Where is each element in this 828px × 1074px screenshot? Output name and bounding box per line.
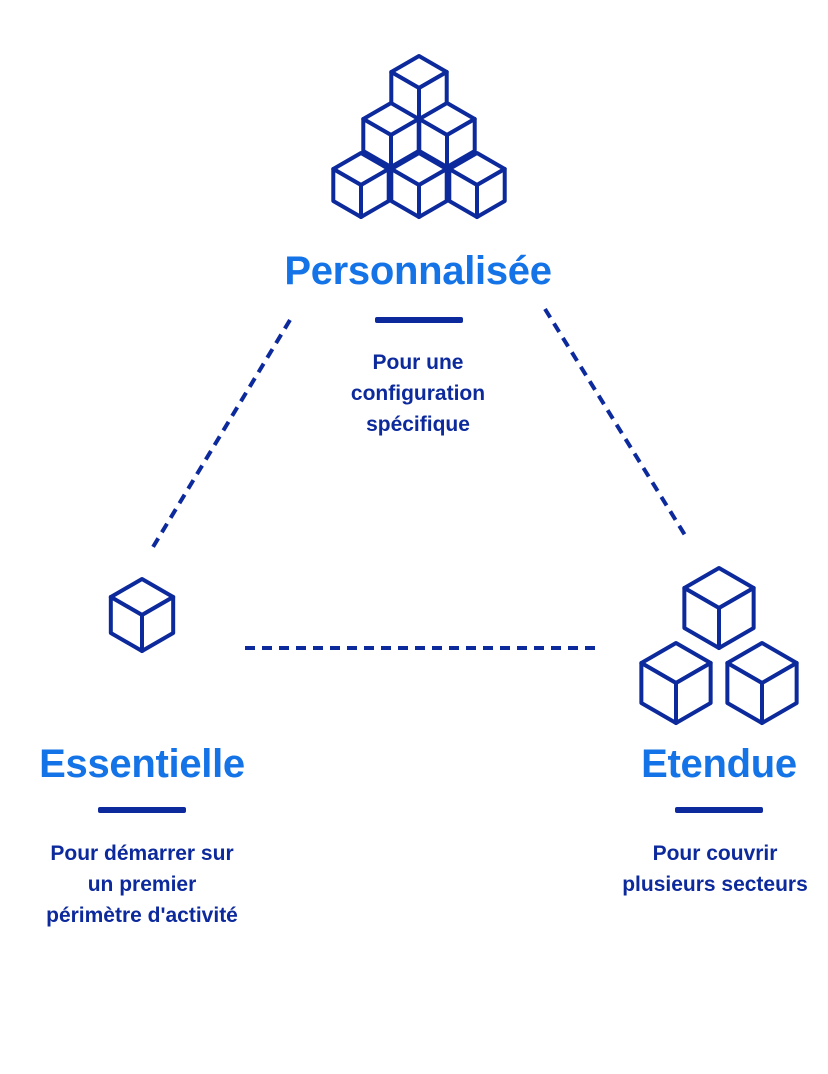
tier-top-description-line: spécifique — [366, 413, 470, 436]
tier-left-description-line: périmètre d'activité — [46, 904, 238, 927]
cube-face — [717, 586, 756, 650]
tier-top-description-line: configuration — [350, 382, 486, 405]
cube-face — [445, 117, 477, 169]
tier-top-divider — [375, 317, 463, 323]
cube-face — [359, 167, 391, 219]
single-cube-icon — [108, 577, 176, 653]
cube-face — [417, 167, 449, 219]
tier-left-description-line: Pour démarrer sur — [50, 842, 234, 865]
cube-cluster-icon — [639, 566, 799, 725]
tier-right-description-line: Pour couvrir — [652, 842, 778, 865]
cube-face — [760, 661, 799, 725]
tier-right-description: Pour couvrir plusieurs secteurs — [603, 838, 827, 900]
connector-top-right — [543, 307, 690, 542]
tier-right-divider — [675, 807, 763, 813]
tier-top-title: Personnalisée — [284, 249, 552, 293]
tier-left-description-line: un premier — [87, 873, 197, 896]
cube-face — [140, 595, 176, 653]
tier-right-description-line: plusieurs secteurs — [622, 873, 808, 896]
connector-lines — [148, 307, 690, 650]
tier-left-divider — [98, 807, 186, 813]
tier-left-title: Essentielle — [39, 742, 245, 786]
cube-face — [475, 167, 507, 219]
tier-top-description: Pour une configuration spécifique — [288, 347, 548, 440]
tier-right-title: Etendue — [641, 742, 797, 786]
cube-pyramid-icon — [331, 54, 507, 219]
tier-top-description-line: Pour une — [372, 351, 464, 374]
tier-left-description: Pour démarrer sur un premier périmètre d… — [12, 838, 272, 931]
cube-face — [674, 661, 713, 725]
connector-top-left — [148, 318, 292, 554]
